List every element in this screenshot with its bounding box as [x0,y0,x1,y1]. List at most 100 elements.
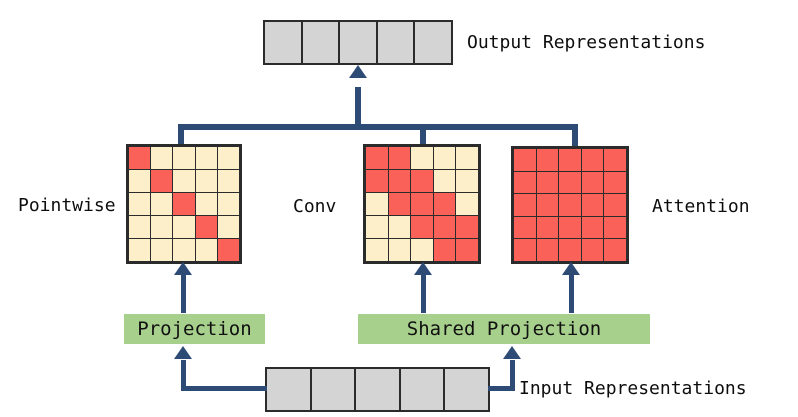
input-token-cell [355,367,400,412]
matrix-cell [366,193,388,215]
matrix-cell [514,216,536,239]
matrix-cell [388,216,411,238]
wire-input-left-vertical [181,360,186,391]
input-token-cell [310,367,356,412]
output-token-cell [301,20,340,65]
wire-projection-to-pointwise [181,275,186,313]
matrix-cell [195,239,217,261]
input-representations-strip [265,367,490,412]
matrix-cell [514,171,536,194]
matrix-cell [195,216,217,238]
matrix-cell [129,193,151,215]
matrix-cell [173,193,195,215]
matrix-cell [433,216,456,238]
matrix-cell [195,193,217,215]
matrix-cell [388,147,411,169]
matrix-cell [536,194,559,216]
matrix-cell [217,170,239,192]
matrix-cell [151,216,173,238]
matrix-attention-label: Attention [652,196,750,217]
wire-shared-to-attention [569,275,574,313]
matrix-cell [173,147,195,169]
wire-input-left-horizontal [181,386,267,391]
matrix-cell [388,239,411,261]
matrix-cell [195,147,217,169]
matrix-conv [363,144,481,264]
wire-bus-to-output [355,87,361,127]
matrix-cell [581,171,604,194]
matrix-cell [411,193,433,215]
matrix-cell [217,239,239,261]
matrix-pointwise [126,144,242,264]
matrix-cell [433,147,456,169]
matrix-cell [217,193,239,215]
matrix-cell [411,239,433,261]
arrowhead-projection-to-pointwise [174,262,192,275]
output-token-cell [339,20,377,65]
matrix-cell [129,170,151,192]
matrix-cell [604,171,626,194]
arrowhead-input-to-shared-projection [503,346,521,359]
matrix-cell [536,149,559,171]
matrix-cell [604,216,626,239]
output-token-cell [376,20,415,65]
wire-bus-drop-pointwise [178,124,184,146]
input-representations-label: Input Representations [519,378,747,399]
matrix-cell [433,193,456,215]
matrix-cell [217,216,239,238]
matrix-cell [581,194,604,216]
matrix-cell [366,216,388,238]
matrix-cell [536,239,559,261]
wire-bus-drop-attention [572,124,578,146]
matrix-cell [559,171,581,194]
matrix-cell [388,193,411,215]
matrix-cell [151,170,173,192]
arrowhead-input-to-projection [174,346,192,359]
matrix-cell [456,193,478,215]
matrix-cell [151,193,173,215]
matrix-cell [411,147,433,169]
matrix-cell [604,149,626,171]
output-token-cell [263,20,302,65]
matrix-cell [559,216,581,239]
matrix-cell [173,216,195,238]
wire-input-right-horizontal [488,386,515,391]
matrix-cell [559,149,581,171]
matrix-cell [129,216,151,238]
matrix-attention [511,146,629,264]
matrix-cell [456,216,478,238]
matrix-cell [514,149,536,171]
arrowhead-shared-to-attention [562,262,580,275]
matrix-cell [456,170,478,192]
matrix-cell [604,239,626,261]
matrix-cell [366,239,388,261]
wire-input-right-vertical [510,360,515,391]
matrix-cell [173,239,195,261]
shared-projection-box[interactable]: Shared Projection [358,314,650,344]
matrix-conv-label: Conv [293,196,337,217]
matrix-cell [514,239,536,261]
matrix-cell [366,147,388,169]
matrix-cell [559,239,581,261]
matrix-cell [581,239,604,261]
matrix-cell [559,194,581,216]
matrix-cell [456,147,478,169]
matrix-cell [388,170,411,192]
matrix-cell [604,194,626,216]
matrix-cell [129,147,151,169]
arrowhead-shared-to-conv [414,262,432,275]
projection-box[interactable]: Projection [124,314,265,344]
output-representations-label: Output Representations [467,32,706,53]
wire-shared-to-conv [421,275,426,313]
matrix-cell [217,147,239,169]
output-representations-strip [263,20,453,65]
matrix-cell [151,147,173,169]
matrix-pointwise-label: Pointwise [18,195,116,216]
input-token-cell [265,367,311,412]
arrowhead-bus-to-output [349,65,367,78]
matrix-cell [173,170,195,192]
matrix-cell [411,216,433,238]
input-token-cell [444,367,490,412]
matrix-cell [456,239,478,261]
